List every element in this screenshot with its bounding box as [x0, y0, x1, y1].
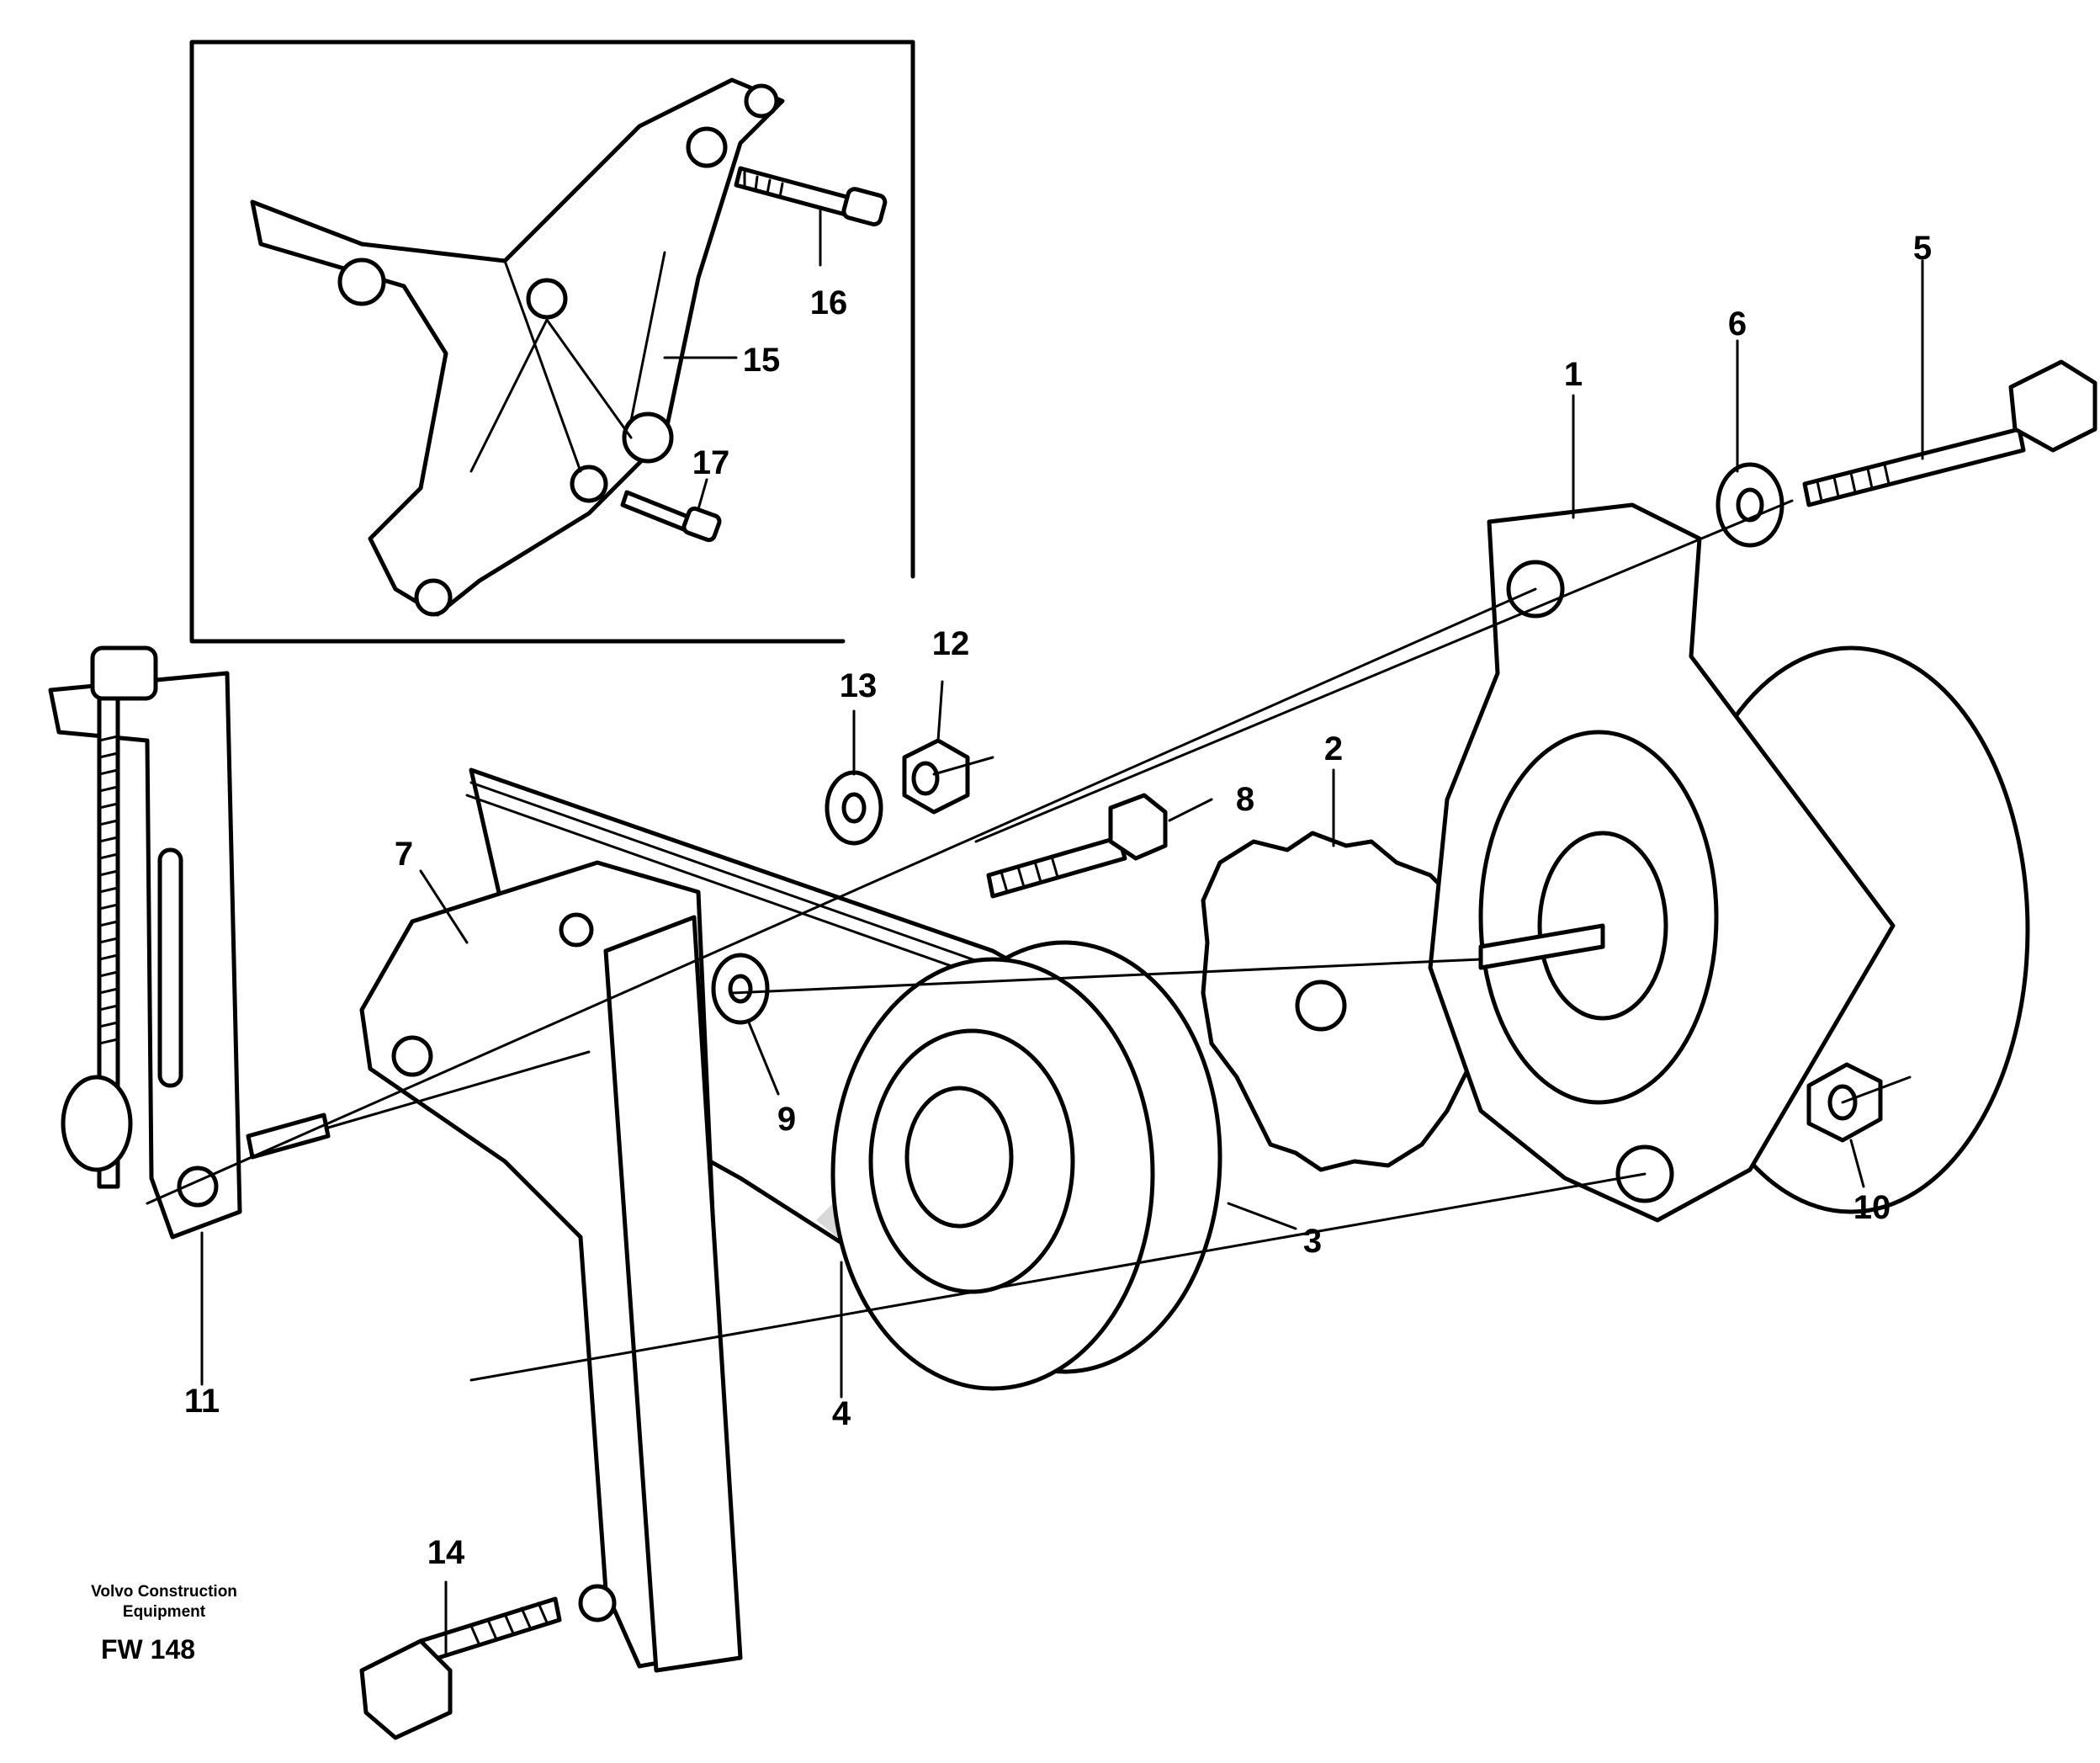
- pulley: [830, 940, 1222, 1391]
- callout-7: 7: [394, 836, 414, 873]
- callout-15: 15: [742, 342, 781, 379]
- nut-12: [902, 738, 970, 815]
- figure-code: FW 148: [101, 1634, 196, 1665]
- callout-16: 16: [809, 284, 848, 321]
- inset-frame: [189, 40, 915, 644]
- tensioner-bracket: [359, 860, 743, 1673]
- adjusting-bracket: [48, 645, 242, 1240]
- callout-4: 4: [831, 1395, 851, 1432]
- assembly-lines: [146, 499, 1912, 1382]
- callout-14: 14: [427, 1534, 465, 1571]
- callout-10: 10: [1853, 1189, 1891, 1226]
- callout-13: 13: [839, 667, 878, 704]
- callout-17: 17: [692, 444, 730, 481]
- bolt-8: [986, 793, 1168, 899]
- callout-8: 8: [1235, 781, 1255, 818]
- callout-5: 5: [1912, 230, 1933, 267]
- bolt-17: [620, 490, 722, 543]
- mounting-bracket: [250, 77, 785, 617]
- bolt-11: [246, 1112, 331, 1160]
- alternator: [1428, 502, 2030, 1223]
- cooling-fan: [1201, 831, 1488, 1172]
- company-name: Volvo Construction Equipment: [91, 1583, 237, 1621]
- callout-3: 3: [1302, 1223, 1323, 1260]
- callout-11: 11: [183, 1383, 220, 1420]
- bolt-16: [734, 166, 888, 227]
- callout-6: 6: [1727, 305, 1747, 343]
- bolt-5: [1802, 359, 2097, 507]
- leader-lines: [200, 209, 1924, 1655]
- callout-9: 9: [777, 1101, 797, 1138]
- washer-6: [1716, 462, 1784, 548]
- callout-2: 2: [1323, 730, 1344, 767]
- callout-12: 12: [931, 625, 970, 662]
- callout-1: 1: [1563, 356, 1583, 393]
- bolt-14: [359, 1596, 562, 1740]
- washer-13: [825, 770, 883, 846]
- washer-9: [711, 953, 770, 1025]
